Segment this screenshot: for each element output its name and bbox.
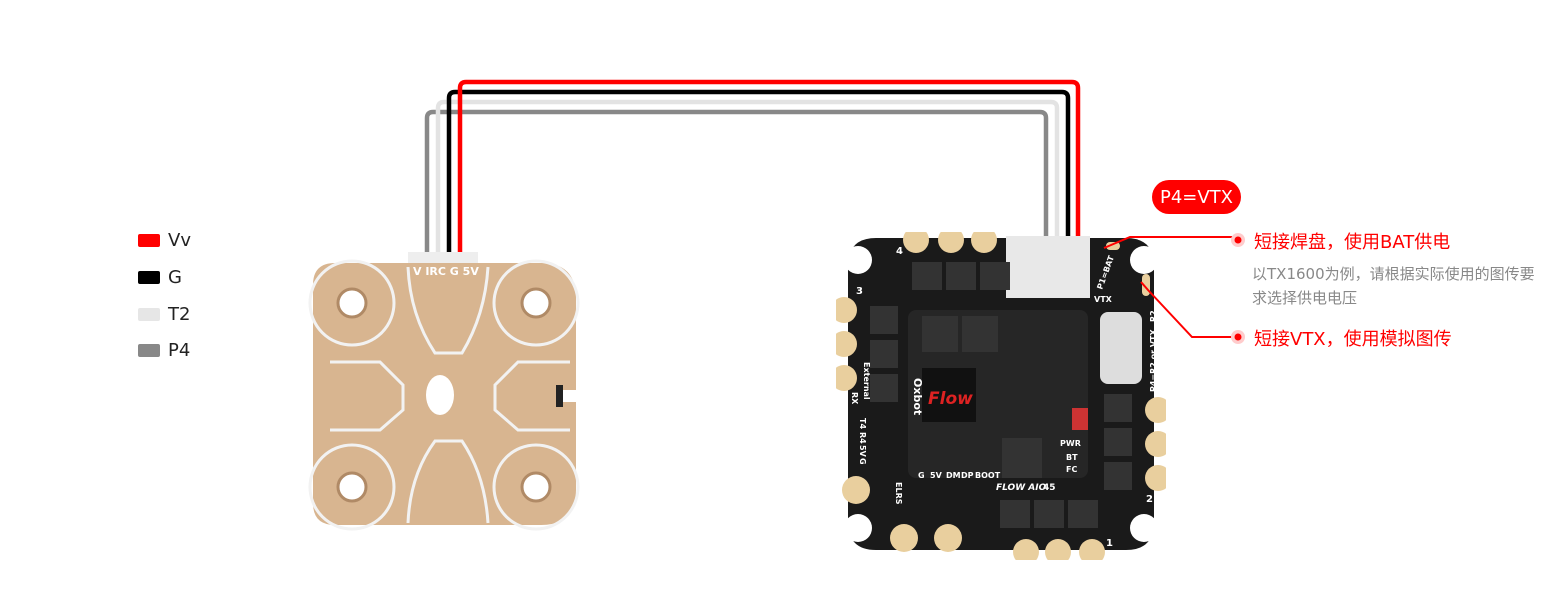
p4-label: P4=R2 or VTX — [1149, 328, 1158, 392]
wire-t2 — [435, 99, 1060, 254]
pad-label: 5V — [930, 471, 943, 480]
legend-label: Vv — [168, 230, 191, 251]
legend-label: P4 — [168, 340, 191, 361]
flow-logo: Flow — [928, 389, 973, 409]
vtx-module: V IRC G 5V — [308, 252, 580, 531]
flight-controller: Flow Oxbot FLOW AIO 45 G 5V DM DP BOOT E… — [836, 232, 1166, 560]
pad-label: DP — [961, 471, 974, 480]
pad-label: G — [918, 471, 925, 480]
legend-swatch — [138, 271, 160, 284]
wire-g — [446, 89, 1071, 254]
vtx-label: VTX — [1094, 295, 1113, 304]
r2-label: R2 — [1149, 310, 1158, 322]
led-label: BT — [1066, 453, 1078, 462]
motor-number: 3 — [856, 286, 863, 297]
side-label: R4 — [858, 432, 867, 444]
motor-number: 4 — [896, 246, 903, 257]
bee-logo — [426, 375, 454, 415]
led-label: PWR — [1060, 439, 1081, 448]
led-label: FC — [1066, 465, 1077, 474]
legend-label: T2 — [168, 304, 191, 325]
brand-label: Oxbot — [911, 378, 924, 415]
callout-note: 以TX1600为例，请根据实际使用的图传要求选择供电电压 — [1252, 265, 1535, 307]
side-label: T4 — [858, 418, 867, 429]
legend-item: T2 — [138, 304, 190, 325]
callout-bat: 短接焊盘，使用BAT供电 — [1254, 232, 1451, 253]
wire-p4 — [424, 109, 1049, 254]
legend-item: Vv — [138, 230, 191, 251]
pad-label: DM — [946, 471, 961, 480]
legend-item: G — [138, 267, 182, 288]
pad-label: BOOT — [975, 471, 1001, 480]
side-label: G — [858, 458, 867, 465]
side-label: RX — [850, 392, 859, 405]
side-label: External — [862, 362, 871, 400]
legend-swatch — [138, 308, 160, 321]
model-label: FLOW AIO — [996, 483, 1047, 493]
motor-number: 1 — [1106, 538, 1113, 549]
legend-swatch — [138, 234, 160, 247]
callout-vtx: 短接VTX，使用模拟图传 — [1254, 329, 1452, 350]
vtx-connector-label: V IRC G 5V — [413, 265, 479, 278]
motor-number: 2 — [1146, 494, 1153, 505]
model-badge: 45 — [1043, 483, 1056, 493]
wire-vv — [457, 79, 1081, 254]
legend-label: G — [168, 267, 182, 288]
p4-vtx-badge: P4=VTX — [1152, 180, 1241, 214]
side-label: 5V — [858, 445, 867, 458]
elrs-label: ELRS — [894, 482, 903, 505]
legend-item: P4 — [138, 340, 190, 361]
legend-swatch — [138, 344, 160, 357]
